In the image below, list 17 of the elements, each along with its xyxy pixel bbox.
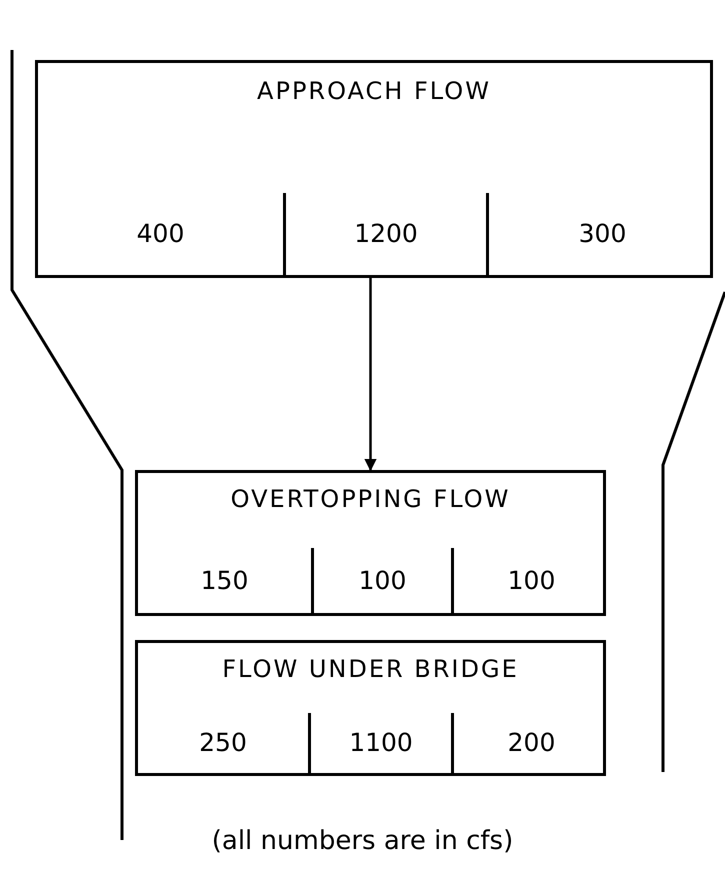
flow-value: 1100 xyxy=(348,728,414,757)
flow-value: 1200 xyxy=(353,219,419,248)
flow-value: 300 xyxy=(578,219,628,248)
flow-value: 100 xyxy=(506,566,556,594)
arrow xyxy=(364,278,377,472)
flow-value: 400 xyxy=(136,219,186,248)
units-note: (all numbers are in cfs) xyxy=(210,826,514,856)
flow-value: 150 xyxy=(200,566,250,594)
flow-value: 200 xyxy=(506,728,556,757)
table-heading: FLOW UNDER BRIDGE xyxy=(221,655,520,683)
table-heading: APPROACH FLOW xyxy=(256,77,492,105)
flow-value: 100 xyxy=(358,566,408,594)
flow-value: 250 xyxy=(198,728,248,757)
flow-table-box xyxy=(135,640,606,776)
flow-table-box xyxy=(135,470,606,616)
flow-table-box xyxy=(35,60,713,278)
table-heading: OVERTOPPING FLOW xyxy=(230,485,512,513)
